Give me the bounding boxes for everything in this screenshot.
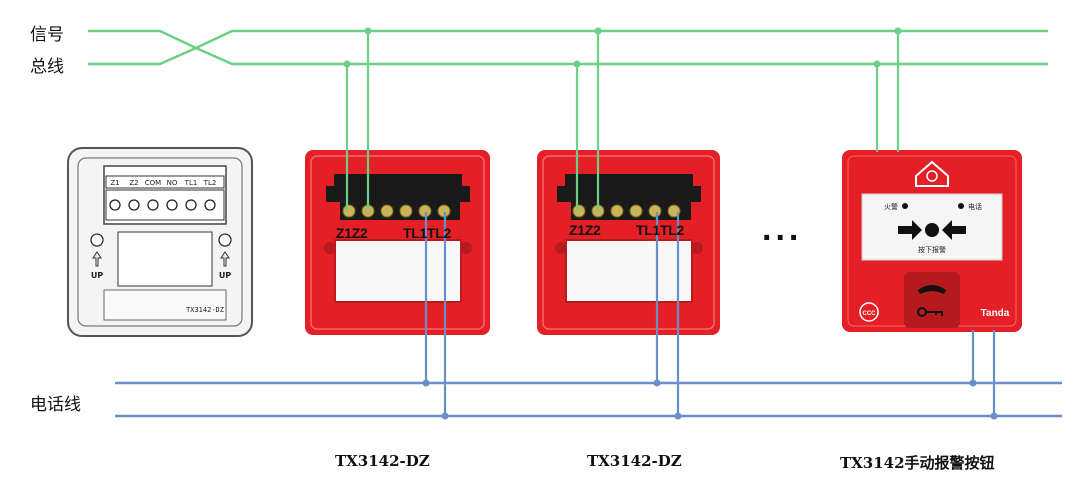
house-fire-icon: [915, 160, 949, 187]
ccc-mark-text: CCC: [863, 311, 877, 317]
signal-drops: [345, 31, 900, 210]
device-caption-3: TX3142手动报警按钮: [840, 454, 995, 472]
bare-terminal-label-tl2: TL2: [203, 179, 217, 187]
signal-bus: [88, 29, 1048, 66]
up-arrow-icon: [220, 251, 230, 267]
phone-handset-icon: [918, 285, 946, 294]
phone-line: [115, 381, 1062, 418]
bare-base-model-text: TX3142-DZ: [186, 306, 224, 314]
up-arrow-icon: [92, 251, 102, 267]
bare-terminal-label-z2: Z2: [129, 179, 138, 187]
signal-bus-line-top: [88, 29, 1048, 66]
phone-line-label: 电话线: [30, 395, 81, 415]
bare-base-terminal-block: [105, 175, 225, 221]
phone-indicator-led: [958, 203, 964, 209]
bare-base-screw-hole-left: [90, 233, 104, 247]
phone-junctions: [422, 379, 998, 420]
bare-terminal-label-com: COM: [145, 179, 161, 187]
fire-indicator-led: [902, 203, 908, 209]
bare-base-screw-hole-right: [218, 233, 232, 247]
bare-base-up-label-left: UP: [91, 271, 103, 280]
manual-alarm-button: 火警 电话 按下报警 CCC Tanda: [842, 150, 1022, 332]
terminal-block-2: [557, 174, 701, 220]
red-base-1: [305, 150, 490, 335]
device-caption-2: TX3142-DZ: [587, 452, 682, 470]
ccc-mark-icon: [859, 302, 879, 322]
bare-terminal-label-z1: Z1: [110, 179, 119, 187]
ellipsis-more-devices: ...: [762, 210, 803, 248]
fire-label: 火警: [884, 202, 898, 211]
red-base-2: [537, 150, 720, 335]
key-icon: [917, 307, 943, 317]
bare-terminal-label-no: NO: [167, 179, 178, 187]
phone-drops: [424, 212, 996, 416]
bare-base-terminal-labels: Z1 Z2 COM NO TL1 TL2: [110, 179, 216, 187]
signal-bus-line-bottom: [88, 29, 1048, 66]
signal-bus-label-line1: 信号: [30, 25, 64, 45]
bare-mounting-base: Z1 Z2 COM NO TL1 TL2 UP UP TX3142-DZ: [67, 147, 253, 337]
press-to-alarm-label: 按下报警: [918, 245, 946, 254]
terminal-label-tl1tl2-device1: TL1TL2: [403, 225, 451, 241]
brand-label: Tanda: [981, 308, 1010, 319]
terminal-label-z1z2-device1: Z1Z2: [336, 225, 368, 241]
right-arrow-icon: [898, 220, 922, 240]
bare-base-up-label-right: UP: [219, 271, 231, 280]
terminal-block-1: [326, 174, 470, 220]
device-caption-1: TX3142-DZ: [335, 452, 430, 470]
press-dot-icon: [925, 223, 939, 237]
bare-terminal-label-tl1: TL1: [184, 179, 198, 187]
terminal-label-tl1tl2-device2: TL1TL2: [636, 222, 684, 238]
terminal-label-z1z2-device2: Z1Z2: [569, 222, 601, 238]
signal-junctions: [343, 27, 902, 68]
signal-bus-label-line2: 总线: [30, 57, 64, 77]
left-arrow-icon: [942, 220, 966, 240]
phone-label: 电话: [968, 202, 982, 211]
phone-jack-panel: [904, 272, 960, 328]
